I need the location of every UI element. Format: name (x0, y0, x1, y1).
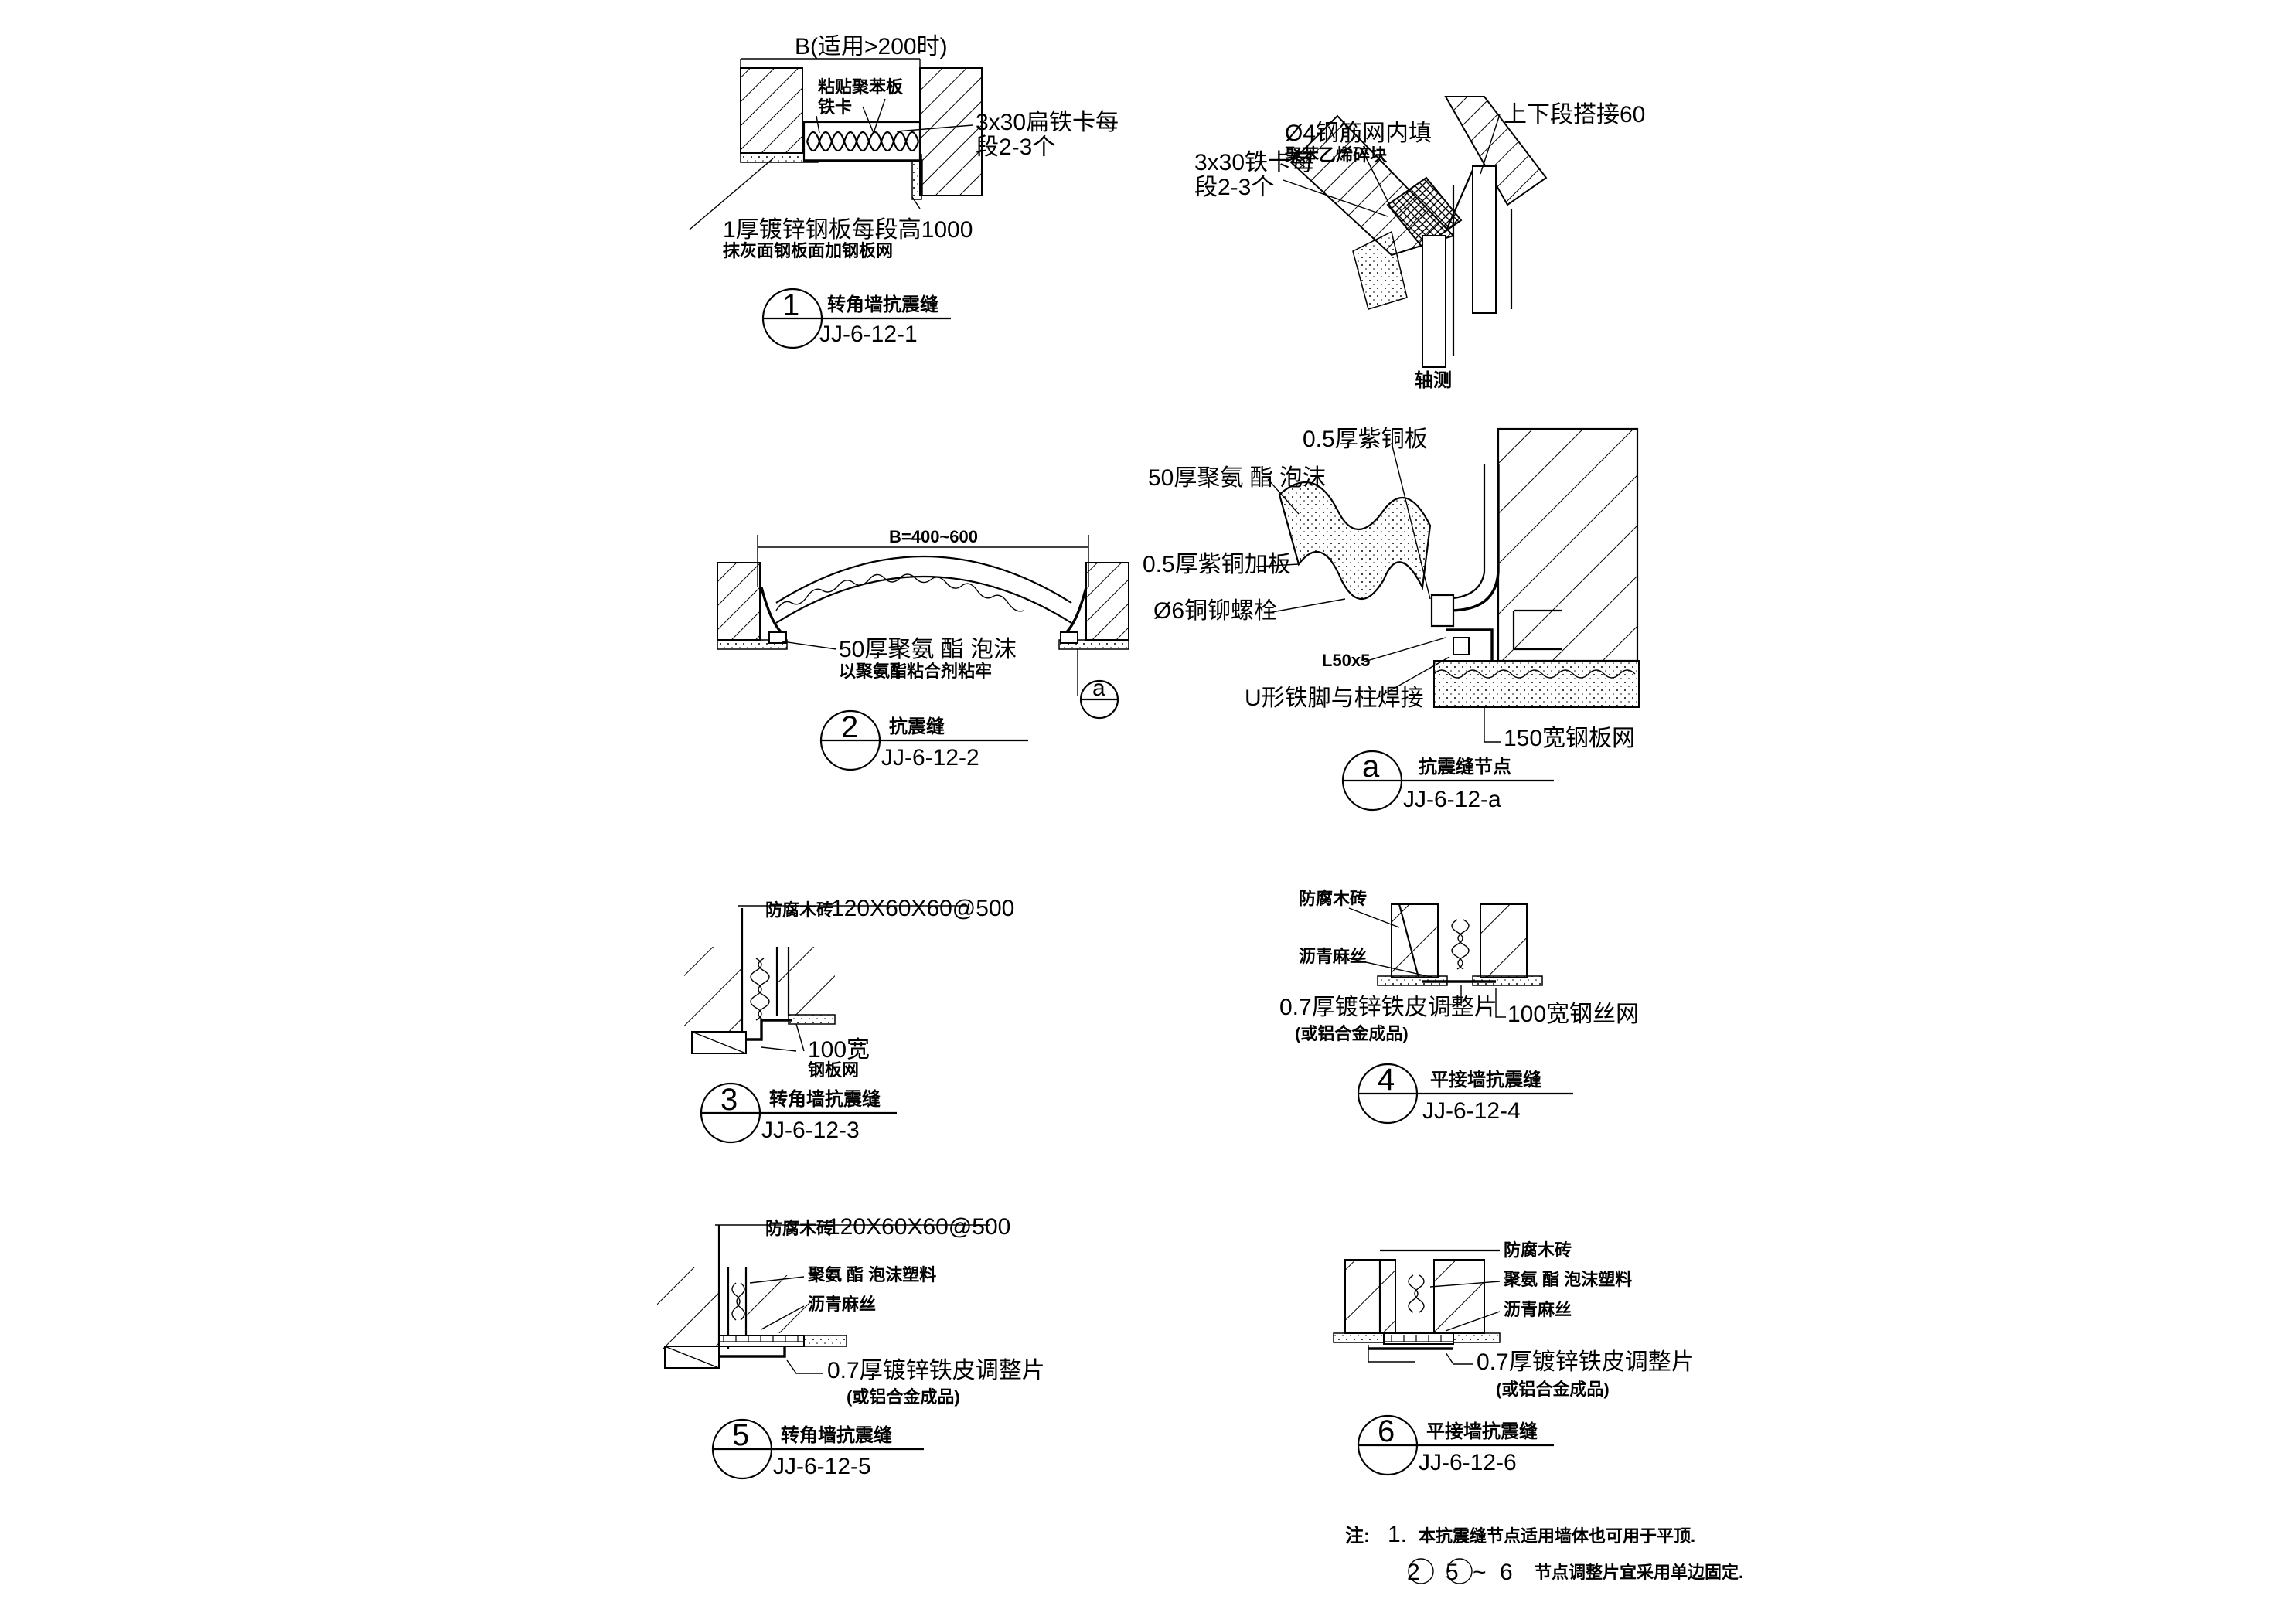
axo-label-b: 聚苯乙烯碎块 (1284, 145, 1388, 165)
d4-title: 平接墙抗震缝 (1430, 1069, 1541, 1091)
axo-label-a: Ø4钢筋网内填 (1285, 121, 1432, 146)
note-2-b: 5 (1446, 1560, 1459, 1585)
d5-label-d: 沥青麻丝 (808, 1295, 876, 1314)
d1-number: 1 (782, 288, 799, 322)
d3-title: 转角墙抗震缝 (769, 1088, 881, 1110)
d2-title: 抗震缝 (889, 716, 945, 737)
d1-label-b: 铁卡 (818, 97, 852, 117)
note-1-number: 1. (1388, 1522, 1407, 1547)
axo-caption: 轴测 (1415, 369, 1452, 391)
d1-label-f: 抹灰面钢板面加钢板网 (723, 241, 893, 260)
detail-2: B=400~600 50厚聚氨 酯 泡沫 以聚氨酯粘合剂粘牢 a 2 抗震缝 J… (717, 527, 1129, 771)
detail-5: 防腐木砖 120X60X60@500 聚氨 酯 泡沫塑料 沥青麻丝 0.7厚镀锌… (657, 1214, 1045, 1480)
d5-label-c: 聚氨 酯 泡沫塑料 (807, 1265, 936, 1284)
d1-top-label: B(适用>200时) (795, 34, 948, 60)
d3-label-c: 100宽 (808, 1037, 870, 1063)
d3-code: JJ-6-12-3 (761, 1118, 860, 1143)
d6-code: JJ-6-12-6 (1419, 1450, 1517, 1475)
note-2-d: 6 (1500, 1560, 1513, 1585)
d2-code: JJ-6-12-2 (881, 745, 979, 771)
d6-number: 6 (1378, 1414, 1395, 1448)
d3-label-a: 防腐木砖 (765, 900, 833, 920)
d4-label-e: 100宽钢丝网 (1507, 1002, 1639, 1027)
d1-title: 转角墙抗震缝 (827, 294, 938, 315)
d6-title: 平接墙抗震缝 (1426, 1421, 1538, 1442)
d4-code: JJ-6-12-4 (1422, 1098, 1521, 1124)
da-label-g: 150宽钢板网 (1504, 726, 1635, 751)
d1-label-a: 粘贴聚苯板 (818, 77, 904, 97)
d1-label-c: 3x30扁铁卡每 (976, 110, 1119, 135)
d3-label-d: 钢板网 (808, 1060, 859, 1080)
d4-number: 4 (1378, 1063, 1395, 1097)
d1-label-d: 段2-3个 (976, 134, 1055, 160)
note-2-text: 节点调整片宜采用单边固定. (1535, 1563, 1743, 1582)
axo-label-c: 3x30铁卡每 (1194, 150, 1314, 175)
detail-1: B(适用>200时) 粘贴聚苯板 铁卡 3x30扁铁卡每 段2-3个 1厚镀锌钢… (689, 34, 1119, 349)
d6-label-e: (或铝合金成品) (1496, 1380, 1610, 1399)
d6-label-d: 0.7厚镀锌铁皮调整片 (1477, 1349, 1695, 1375)
d2-dimension: B=400~600 (889, 527, 978, 546)
d5-title: 转角墙抗震缝 (781, 1424, 892, 1446)
d3-number: 3 (720, 1083, 738, 1117)
d6-label-a: 防腐木砖 (1504, 1240, 1572, 1260)
notes-prefix: 注: (1345, 1525, 1370, 1546)
da-label-e: L50x5 (1322, 651, 1370, 670)
note-2-a: 2 (1407, 1560, 1420, 1585)
d2-label-b: 以聚氨酯粘合剂粘牢 (839, 662, 992, 681)
d6-label-b: 聚氨 酯 泡沫塑料 (1503, 1270, 1632, 1289)
notes: 注: 1. 本抗震缝节点适用墙体也可用于平顶. 2 5 ~ 6 节点调整片宜采用… (1345, 1522, 1743, 1585)
d4-label-b: 沥青麻丝 (1299, 947, 1367, 966)
d5-number: 5 (732, 1418, 749, 1452)
detail-a: 0.5厚紫铜板 50厚聚氨 酯 泡沫 0.5厚紫铜加板 Ø6铜铆螺栓 L50x5… (1143, 427, 1640, 812)
d4-label-d: (或铝合金成品) (1295, 1024, 1409, 1043)
da-label-f: U形铁脚与柱焊接 (1245, 686, 1424, 711)
da-label-b: 50厚聚氨 酯 泡沫 (1148, 465, 1326, 491)
d3-label-b: 120X60X60@500 (831, 896, 1014, 921)
axo-label-d: 段2-3个 (1194, 175, 1274, 200)
note-1-text: 本抗震缝节点适用墙体也可用于平顶. (1419, 1526, 1695, 1546)
d4-label-a: 防腐木砖 (1299, 889, 1367, 908)
note-2-c: ~ (1473, 1560, 1487, 1585)
detail-4: 防腐木砖 沥青麻丝 0.7厚镀锌铁皮调整片 (或铝合金成品) 100宽钢丝网 4… (1279, 889, 1639, 1125)
da-number: a (1362, 750, 1380, 784)
d2-label-a: 50厚聚氨 酯 泡沫 (839, 637, 1017, 662)
da-code: JJ-6-12-a (1403, 787, 1501, 812)
d5-label-b: 120X60X60@500 (827, 1214, 1010, 1240)
detail-6: 防腐木砖 聚氨 酯 泡沫塑料 沥青麻丝 0.7厚镀锌铁皮调整片 (或铝合金成品)… (1333, 1240, 1695, 1476)
da-label-c: 0.5厚紫铜加板 (1143, 552, 1291, 577)
detail-3: 防腐木砖 120X60X60@500 100宽 钢板网 3 转角墙抗震缝 JJ-… (684, 896, 1014, 1144)
d5-label-a: 防腐木砖 (765, 1219, 833, 1238)
d2-ref: a (1092, 675, 1105, 701)
da-label-d: Ø6铜铆螺栓 (1153, 598, 1277, 624)
d1-label-e: 1厚镀锌钢板每段高1000 (723, 217, 973, 243)
da-label-a: 0.5厚紫铜板 (1303, 427, 1428, 452)
d5-label-f: (或铝合金成品) (847, 1387, 960, 1407)
detail-axonometric: Ø4钢筋网内填 聚苯乙烯碎块 3x30铁卡每 段2-3个 上下段搭接60 轴测 (1194, 96, 1645, 391)
d4-label-c: 0.7厚镀锌铁皮调整片 (1279, 995, 1497, 1020)
axo-label-e: 上下段搭接60 (1504, 102, 1645, 128)
d5-code: JJ-6-12-5 (773, 1454, 871, 1479)
d6-label-c: 沥青麻丝 (1504, 1300, 1572, 1319)
d5-label-e: 0.7厚镀锌铁皮调整片 (827, 1358, 1045, 1383)
da-title: 抗震缝节点 (1419, 756, 1511, 777)
d2-number: 2 (841, 710, 858, 744)
d1-code: JJ-6-12-1 (819, 322, 918, 347)
